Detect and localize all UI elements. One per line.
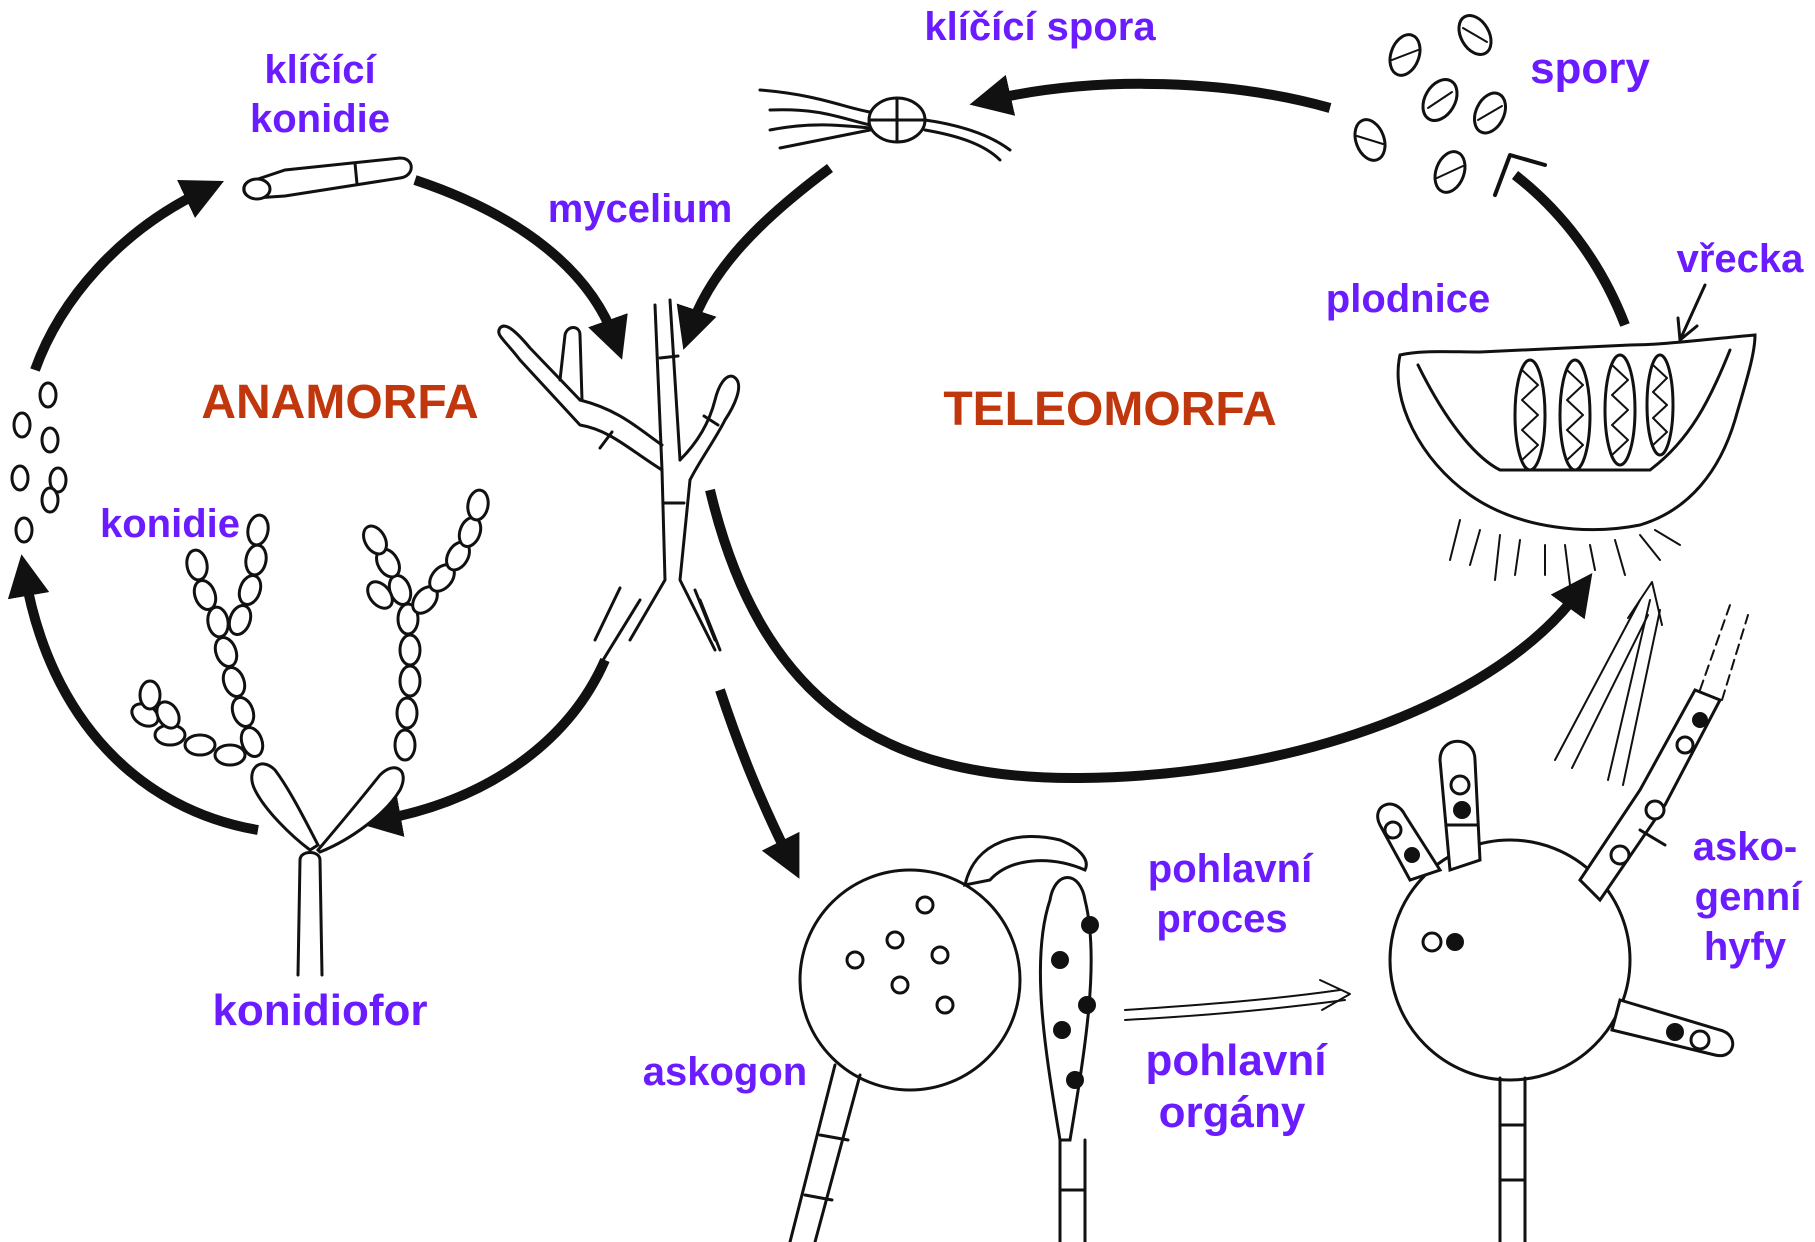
label-asci: vřecka (1677, 237, 1805, 281)
conidium-icon (16, 518, 32, 542)
conidium-icon (14, 413, 30, 437)
label-sexual-process-1: pohlavní (1148, 847, 1314, 891)
label-sexual-process-2: proces (1156, 897, 1287, 941)
arrow-icon (990, 84, 1330, 108)
ascogonium (790, 836, 1086, 1242)
conidium-icon (12, 466, 28, 490)
stage-title-anamorph: ANAMORFA (201, 376, 478, 429)
arrow-icon (1572, 615, 1648, 768)
arrow-icon (1555, 600, 1640, 760)
mycelium-hypha (499, 300, 739, 665)
label-mycelium: mycelium (548, 187, 733, 231)
label-ascogenous-hyphae-1: asko- (1693, 825, 1798, 869)
spore-icon (1350, 115, 1391, 164)
arrow-icon (1125, 990, 1340, 1010)
ascus-icon (1647, 355, 1673, 455)
conidium-icon (42, 488, 58, 512)
spore-icon (1416, 73, 1464, 126)
label-conidiophore: konidiofor (212, 986, 427, 1035)
label-ascogenous-hyphae-3: hyfy (1704, 925, 1787, 969)
fruiting-body (1398, 335, 1755, 585)
asci-pointer-arrow (1678, 285, 1705, 340)
conidia (12, 383, 66, 542)
antheridium (1040, 878, 1099, 1242)
label-ascogenous-hyphae-2: genní (1695, 875, 1804, 919)
cycle-arrows (25, 84, 1662, 1020)
arrow-icon (1320, 980, 1350, 1010)
stage-title-teleomorph: TELEOMORFA (943, 383, 1276, 436)
label-spores: spory (1530, 44, 1650, 93)
arrow-icon (1515, 175, 1625, 325)
label-germinating-conidium-2: konidie (250, 97, 390, 141)
spores (1350, 10, 1512, 197)
spore-icon (1385, 30, 1426, 79)
arrow-icon (35, 190, 205, 370)
label-germinating-spore: klíčící spora (924, 5, 1156, 49)
conidiophore (128, 488, 491, 975)
arrow-icon (1125, 1000, 1345, 1020)
label-sexual-organs-2: orgány (1159, 1088, 1306, 1137)
label-fruiting-body: plodnice (1326, 277, 1490, 321)
spore-icon (1430, 147, 1471, 196)
ascus-icon (1560, 360, 1590, 470)
ascus-icon (1605, 355, 1635, 465)
ascus-icon (1515, 360, 1545, 470)
label-sexual-organs-1: pohlavní (1146, 1036, 1329, 1085)
spore-icon (1468, 88, 1511, 138)
conidium-icon (40, 383, 56, 407)
conidium-chain (128, 513, 271, 765)
germinating-spore (760, 90, 1010, 160)
arrow-icon (710, 490, 1580, 778)
germinating-conidium (244, 158, 412, 199)
label-germinating-conidium-1: klíčící (264, 48, 377, 92)
label-ascogonium: askogon (643, 1050, 807, 1094)
spore-icon (1452, 10, 1497, 60)
label-conidia: konidie (100, 502, 240, 546)
conidium-icon (42, 428, 58, 452)
arrow-icon (720, 690, 790, 860)
conidium-chain (359, 488, 491, 760)
